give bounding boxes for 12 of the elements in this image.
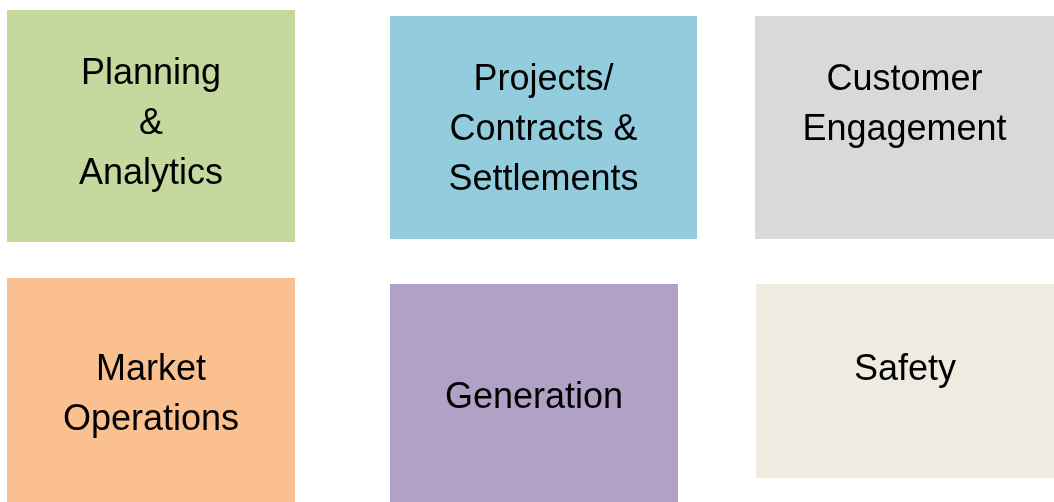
box-label: Generation: [443, 374, 625, 418]
box-label: Projects/ Contracts & Settlements: [447, 56, 640, 200]
category-box: [7, 10, 295, 242]
category-box: [7, 278, 295, 502]
box-label: Safety: [852, 346, 958, 390]
category-box: [755, 16, 1054, 239]
category-box: [390, 16, 697, 239]
box-label: Market Operations: [61, 346, 241, 440]
category-box: [390, 284, 678, 502]
box-label: Customer Engagement: [801, 56, 1008, 150]
category-box: [756, 284, 1054, 478]
box-label: Planning & Analytics: [77, 50, 225, 194]
